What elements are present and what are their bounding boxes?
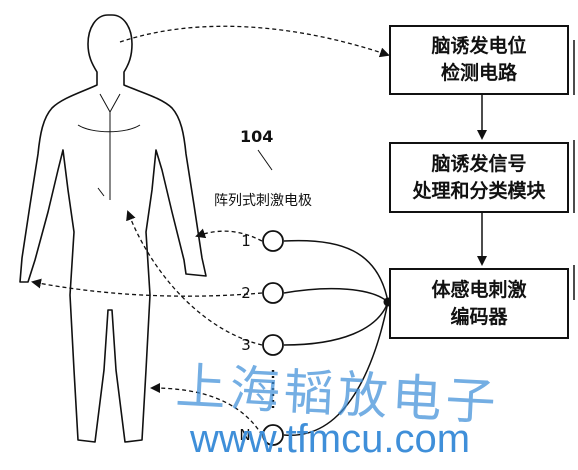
- electrode-3-circle: [262, 334, 284, 356]
- callout-leader-line: [257, 149, 273, 171]
- dashed-arrow-head-to-detector: [119, 25, 390, 58]
- electrode-n-label: N: [239, 426, 251, 444]
- detection-circuit-box: 脑诱发电位 检测电路: [389, 25, 569, 95]
- electrode-2-label: 2: [241, 284, 251, 302]
- wire-electrode-2: [283, 287, 389, 303]
- dashed-arrow-electrode-n: [150, 383, 263, 436]
- encoder-box-line1: 体感电刺激: [431, 278, 527, 301]
- watermark-url: www.tfmcu.com: [190, 417, 471, 461]
- dashed-arrow-electrode-3: [126, 210, 263, 346]
- detection-box-line1: 脑诱发电位: [431, 35, 527, 57]
- wire-electrode-3: [283, 301, 389, 346]
- callout-number: 104: [240, 127, 274, 146]
- electrode-1-label: 1: [241, 232, 251, 250]
- human-body-outline: [19, 14, 207, 443]
- processing-box-line1: 脑诱发信号: [431, 152, 527, 175]
- wire-electrode-n: [283, 301, 389, 436]
- dashed-arrow-electrode-2: [31, 278, 263, 297]
- electrode-2-circle: [262, 282, 284, 304]
- electrode-n-circle: [262, 424, 284, 446]
- wire-electrode-1: [283, 239, 389, 303]
- encoder-box-line2: 编码器: [450, 305, 508, 328]
- electrode-1-circle: [262, 230, 284, 252]
- signal-processing-box: 脑诱发信号 处理和分类模块: [389, 142, 569, 213]
- stimulation-encoder-box: 体感电刺激 编码器: [389, 268, 569, 339]
- processing-box-line2: 处理和分类模块: [412, 179, 546, 202]
- electrode-3-label: 3: [241, 336, 251, 354]
- body-detail-lines: [77, 93, 141, 200]
- electrode-array-caption: 阵列式刺激电极: [214, 193, 312, 209]
- detection-box-line2: 检测电路: [440, 62, 517, 84]
